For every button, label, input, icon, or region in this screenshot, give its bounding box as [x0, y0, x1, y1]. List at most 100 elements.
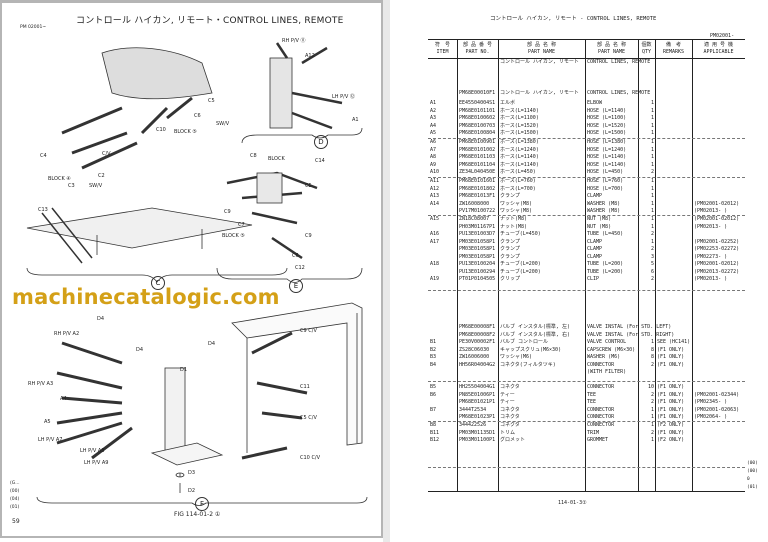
- cell-item: B11: [430, 429, 440, 436]
- callout-label: A12: [305, 53, 315, 59]
- cell-part-no: ZW16006000: [459, 354, 490, 360]
- cell-qty: 1: [650, 238, 654, 245]
- cell-name-en: HOSE (L=1140): [587, 154, 627, 160]
- cell-item: A10: [430, 169, 440, 175]
- left-margin-codes: (G... (00) (04) (01): [10, 480, 20, 512]
- left-serial-range: PM 02001~: [20, 25, 47, 30]
- cell-name-jp: コネクタ: [500, 414, 520, 420]
- cell-name-en: NUT (M8): [587, 223, 612, 230]
- cell-name-jp: エルボ: [500, 100, 516, 106]
- cell-applicable: (PM02253-02272): [694, 246, 740, 252]
- view-label-f: F: [195, 497, 209, 511]
- cell-name-jp: ホース(L=1380): [500, 139, 539, 145]
- cell-name-jp: ホース(L=1500): [500, 130, 539, 136]
- cell-name-jp: クリップ: [500, 276, 521, 282]
- cell-name-en: CLIP: [587, 276, 600, 282]
- cell-name-en: TUBE (L=200): [587, 261, 624, 267]
- column-header-en: REMARKS: [662, 49, 685, 55]
- cell-name-en: HOSE (L=1500): [587, 130, 627, 136]
- cell-remarks: (F2 ONLY): [657, 437, 685, 443]
- cell-part-no: PM68E00010F1: [459, 90, 496, 96]
- cell-name-jp: ホース(L=1240): [500, 146, 539, 153]
- column-header-jp: 部 品 名 称: [596, 42, 627, 48]
- callout-label: D4: [136, 347, 144, 353]
- cell-part-no: 344422526: [459, 422, 487, 428]
- cell-part-no: 3444T2534: [459, 406, 487, 413]
- cell-item: B1: [430, 339, 437, 345]
- callout-label: C7: [238, 222, 245, 228]
- page-gutter: [383, 0, 390, 542]
- cell-applicable: (PM02001-02012): [694, 261, 740, 267]
- cell-part-no: PM68E0100804: [459, 130, 496, 136]
- cell-remarks: (F1 ONLY): [657, 429, 685, 436]
- callout-label: C4: [40, 153, 47, 159]
- cell-name-jp: コントロール ハイカン, リモート: [500, 59, 579, 65]
- margin-code: (04): [10, 497, 20, 502]
- callout-label: LH P/V A8: [80, 448, 105, 454]
- cell-item: A8: [430, 154, 437, 160]
- margin-code: (00): [10, 489, 20, 494]
- cell-item: B7: [430, 406, 437, 413]
- cell-item: A1: [430, 100, 437, 106]
- cell-applicable: (PM02013- ): [694, 223, 728, 230]
- cell-part-no: PM03M01135D1: [459, 429, 496, 436]
- cell-part-no: EE45504004S1: [459, 100, 496, 106]
- callout-label: A1: [352, 117, 359, 123]
- cell-name-jp: バルブ インスタル(標準, 左): [500, 324, 570, 330]
- cell-part-no: PM68E0101002: [459, 146, 496, 153]
- column-header-en: PART NAME: [597, 49, 626, 55]
- cell-qty: 2: [650, 246, 654, 252]
- left-page-title: コントロール ハイカン, リモート・CONTROL LINES, REMOTE: [76, 16, 344, 26]
- cell-part-no: PH03M01167P1: [459, 223, 496, 230]
- cell-qty: 1: [650, 122, 654, 129]
- margin-code: 0: [747, 477, 750, 482]
- cell-qty: 2: [650, 361, 654, 368]
- callout-label: D3: [188, 470, 196, 476]
- callout-label: C6: [194, 113, 201, 119]
- cell-remarks: (F1 ONLY): [657, 361, 685, 368]
- callout-label: BLOCK: [268, 156, 285, 162]
- cell-name-en: TRIM: [587, 429, 600, 436]
- cell-name-en: CLAMP: [587, 246, 603, 252]
- cell-qty: 1: [650, 178, 654, 184]
- cell-name-jp: チューブ(L=200): [500, 261, 541, 267]
- watermark: machinecatalogic.com: [12, 285, 280, 309]
- cell-item: A6: [430, 139, 437, 145]
- column-header-jp: 部 品 名 称: [526, 42, 557, 48]
- cell-applicable: (PM02013-02272): [694, 268, 740, 275]
- column-rule: [457, 39, 458, 491]
- cell-qty: 1: [650, 216, 654, 222]
- cell-name-jp: トリム: [500, 429, 516, 436]
- cell-part-no: PV17M0100722: [459, 208, 496, 214]
- cell-qty: 1: [650, 406, 654, 413]
- callout-label: LH P/V A9: [84, 460, 109, 466]
- column-rule: [638, 39, 639, 491]
- cell-item: A11: [430, 178, 440, 184]
- cell-part-no: PM68E00008F2: [459, 331, 496, 338]
- cell-qty: 1: [650, 154, 654, 160]
- cell-name-en: HOSE (L=1520): [587, 122, 627, 129]
- callout-label: D4: [208, 341, 216, 347]
- cell-name-jp: グロメット: [500, 437, 526, 443]
- callout-label: LH P/V A7: [38, 437, 63, 443]
- cell-item: A19: [430, 276, 440, 282]
- cell-applicable: (PM02273- ): [694, 253, 728, 260]
- cell-item: B12: [430, 437, 440, 443]
- cell-part-no: HH56R04004G2: [459, 361, 496, 368]
- callout-label: C5: [208, 98, 215, 104]
- cell-name-en: HOSE (L=1100): [587, 115, 627, 121]
- cell-name-en: CONNECTOR: [587, 406, 615, 413]
- cell-remarks: (F1 ONLY): [657, 354, 685, 360]
- column-rule: [692, 39, 693, 491]
- cell-item: A9: [430, 161, 437, 168]
